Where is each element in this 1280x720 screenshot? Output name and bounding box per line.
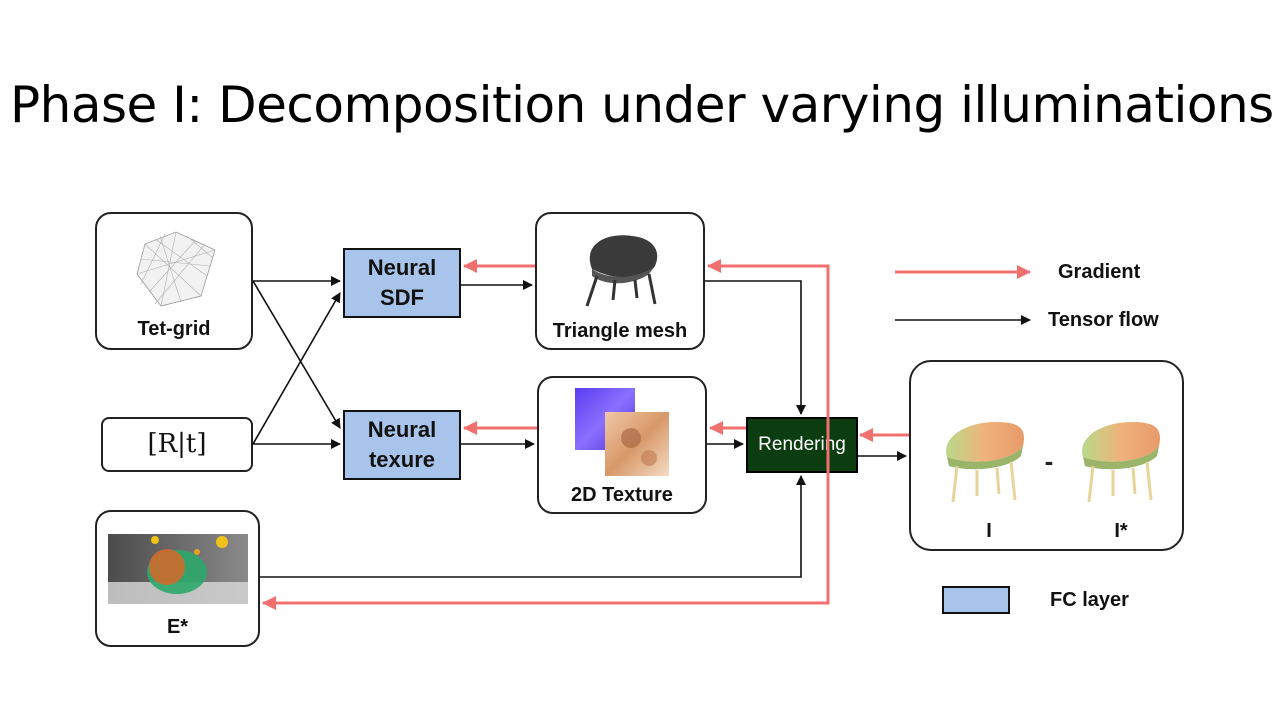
minus-sign: - — [1045, 446, 1054, 476]
neural-texture-line1: Neural — [367, 417, 437, 442]
texture-label: 2D Texture — [571, 484, 673, 506]
envmap-label: E* — [166, 616, 189, 638]
image-label: I — [986, 520, 992, 542]
gradient-loop-to-envmap — [262, 530, 830, 610]
rendered-chair-i — [946, 422, 1024, 503]
triangle-mesh-box: Triangle mesh — [535, 212, 705, 350]
neural-texture-block: Neural texure — [343, 410, 461, 480]
neural-sdf-line1: Neural — [367, 255, 437, 280]
chair-mesh-icon — [585, 235, 658, 307]
rendering-label: Rendering — [758, 434, 846, 455]
arrow-pose-to-sdf — [252, 292, 341, 445]
arrow-mesh-to-rendering — [705, 280, 806, 415]
envmap-icon — [108, 534, 248, 604]
tet-grid-box: Tet-grid — [95, 212, 253, 350]
triangle-mesh-label: Triangle mesh — [552, 320, 688, 342]
slide-title: Phase I: Decomposition under varying ill… — [10, 76, 1274, 134]
gradient-loop-to-mesh — [707, 259, 830, 530]
neural-texture-line2: texure — [368, 447, 436, 472]
texture-maps-icon — [575, 388, 669, 476]
legend-tensor-label: Tensor flow — [1048, 309, 1159, 331]
tet-grid-label: Tet-grid — [137, 318, 211, 340]
rendered-chair-i-star — [1082, 422, 1160, 503]
result-box: - I I* — [909, 360, 1184, 551]
legend-fc-label: FC layer — [1050, 589, 1129, 611]
target-image-label: I* — [1114, 520, 1128, 542]
rendering-block: Rendering — [746, 417, 858, 473]
arrow-tetgrid-to-texture — [252, 280, 341, 429]
pose-label: [R|t] — [147, 429, 207, 459]
rendered-chairs-icon: - — [946, 422, 1160, 503]
legend-gradient-label: Gradient — [1058, 261, 1141, 283]
texture-box: 2D Texture — [537, 376, 707, 514]
neural-sdf-line2: SDF — [379, 285, 424, 310]
pose-box: [R|t] — [101, 417, 253, 472]
envmap-box: E* — [95, 510, 260, 647]
legend-fc-swatch — [942, 586, 1010, 614]
tet-grid-icon — [136, 231, 216, 307]
arrow-envmap-to-rendering — [260, 475, 806, 578]
